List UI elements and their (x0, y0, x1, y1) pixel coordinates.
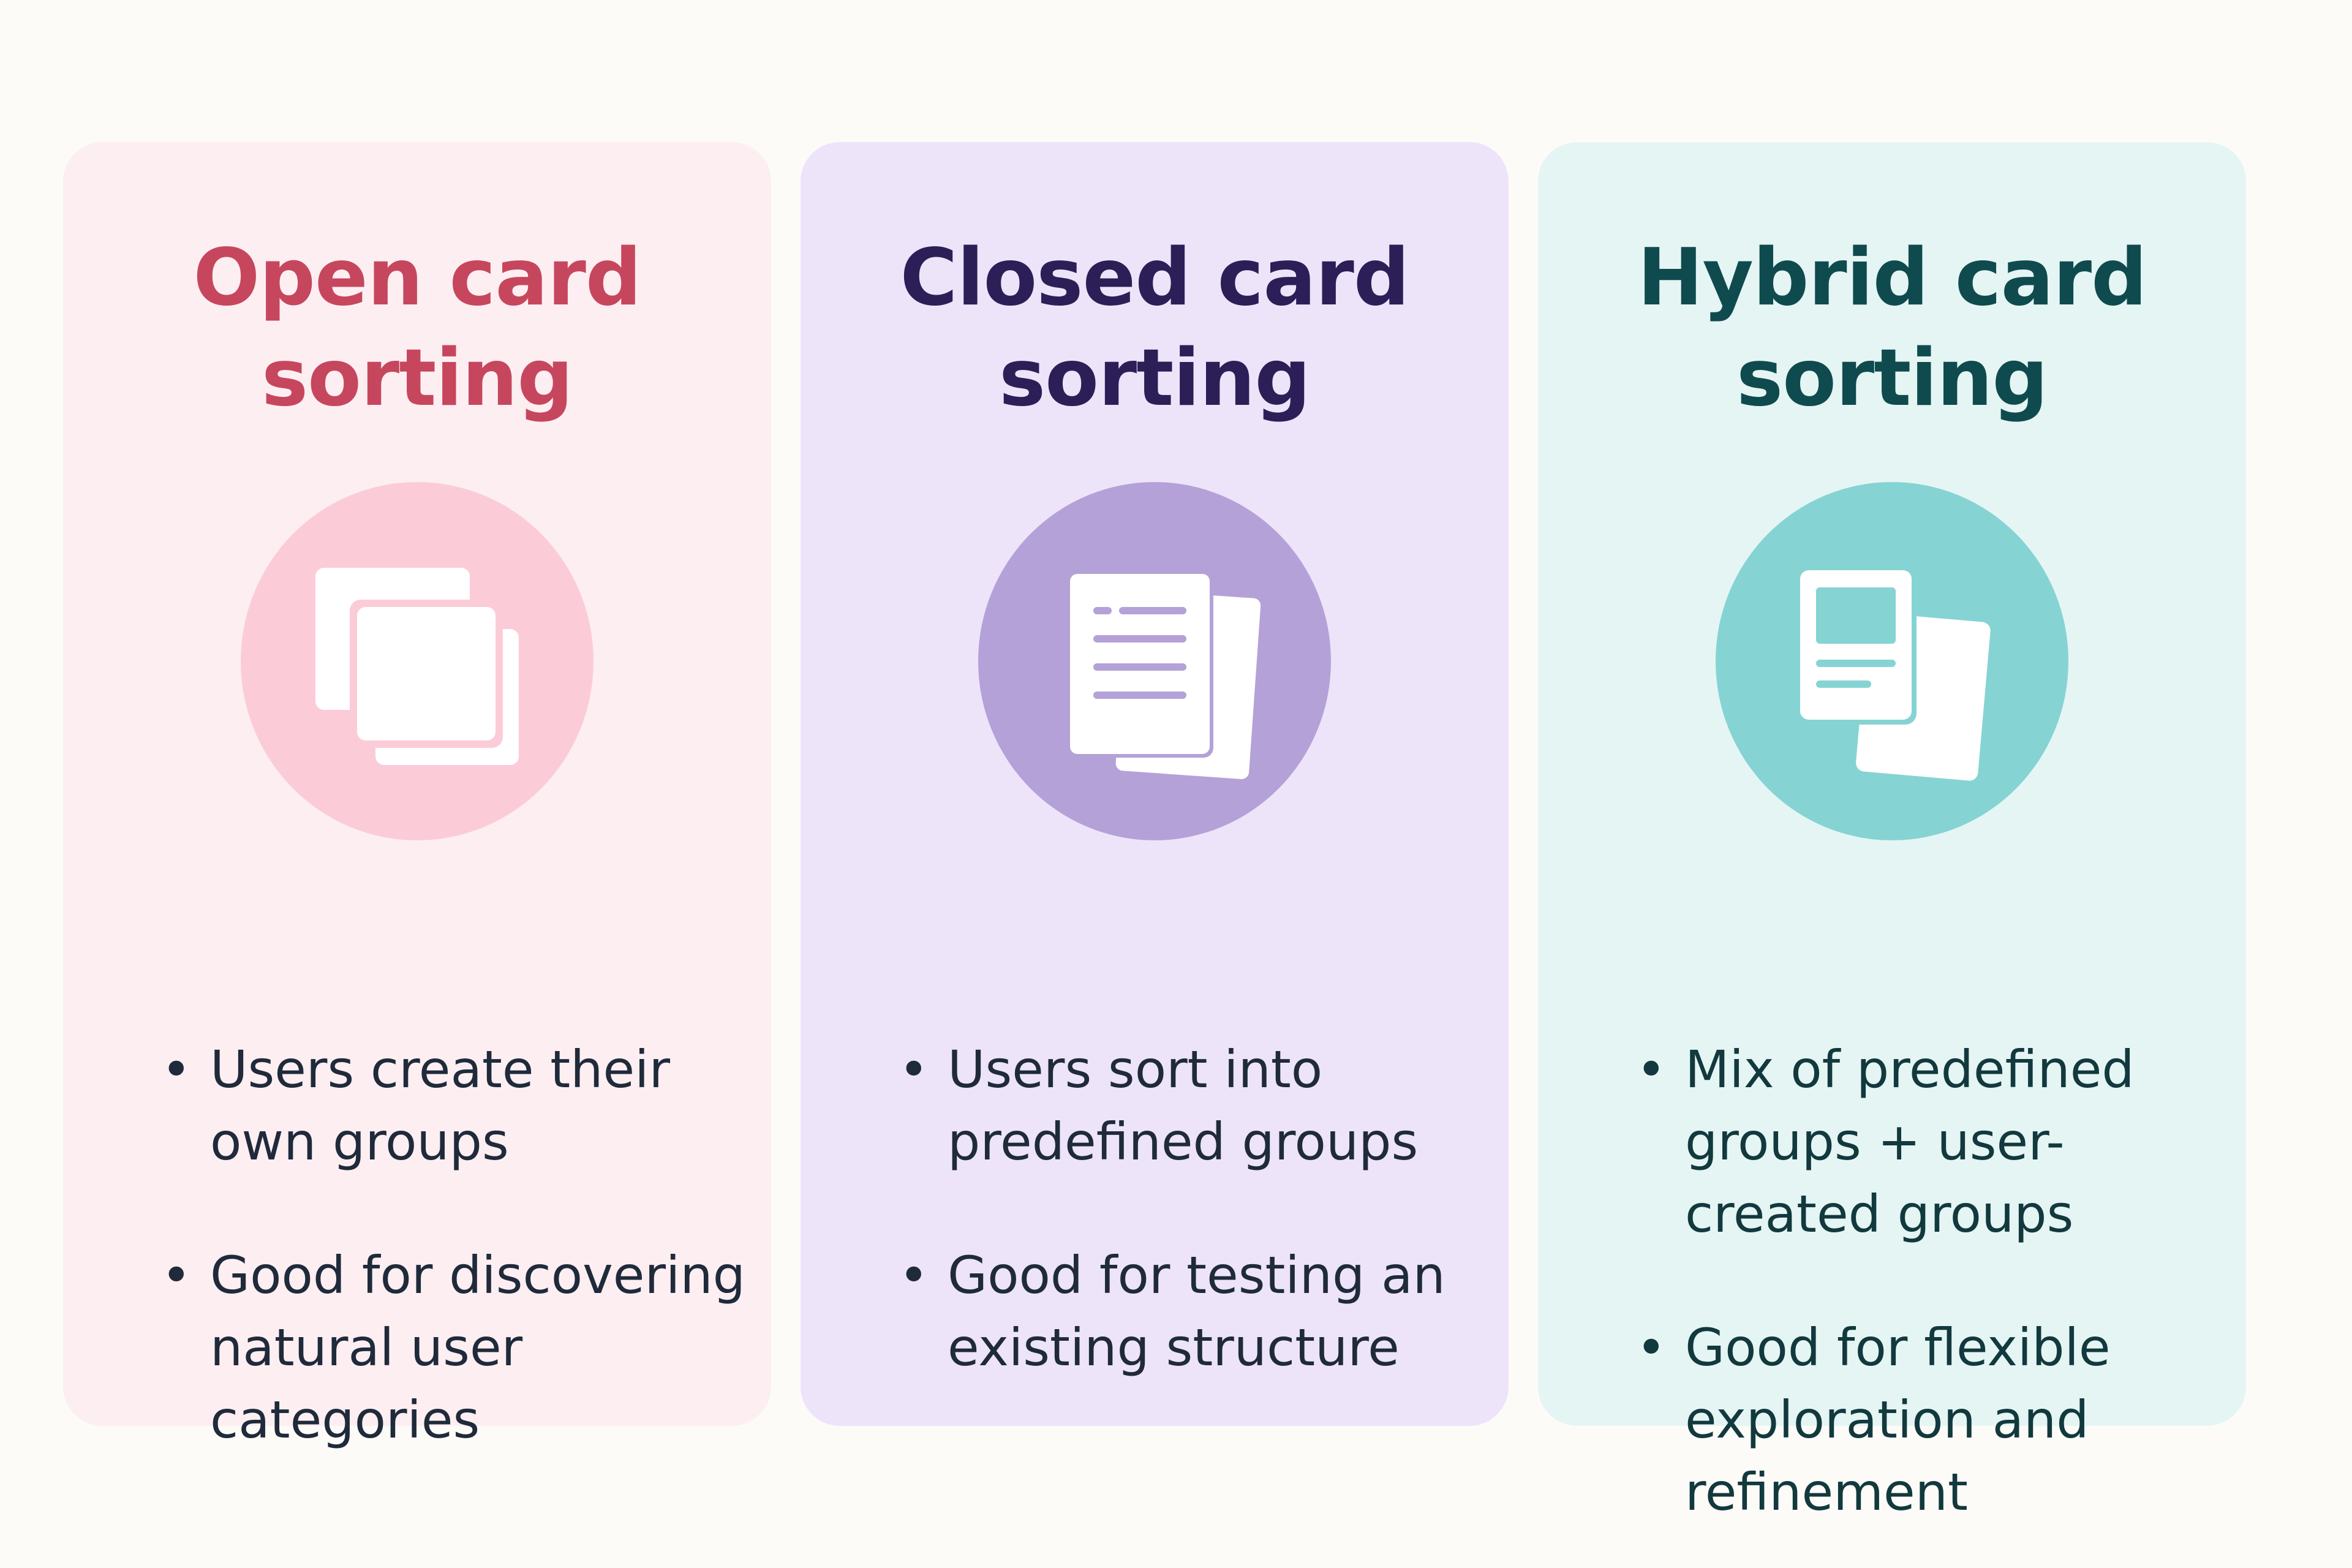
bullet-marker: • (1636, 1317, 1667, 1378)
closed-title-line1: Closed card (900, 232, 1410, 323)
list-item: • Good for discovering natural user cate… (161, 1239, 747, 1456)
card-line (1816, 680, 1871, 688)
hybrid-card-sorting-bullets: • Mix of predefined groups + user-create… (1636, 1033, 2222, 1568)
bullet-text: Mix of predefined groups + user-created … (1685, 1039, 2135, 1244)
hybrid-title-line2: sorting (1736, 333, 2048, 424)
open-card-sorting-title: Open card sorting (63, 228, 771, 429)
closed-card-sorting-bullets: • Users sort into predefined groups • Go… (899, 1033, 1484, 1445)
list-item: • Users sort into predefined groups (899, 1033, 1484, 1178)
bullet-marker: • (161, 1245, 192, 1305)
open-card-sorting-bullets: • Users create their own groups • Good f… (161, 1033, 747, 1517)
stacked-document-cards-icon (978, 482, 1331, 840)
card-line (1816, 660, 1896, 667)
bullet-text: Good for testing an existing structure (948, 1245, 1446, 1378)
closed-title-line2: sorting (998, 333, 1311, 424)
stacked-blank-cards-icon-graphic (315, 568, 519, 765)
bullet-marker: • (1636, 1039, 1667, 1099)
hybrid-card-sorting-title: Hybrid card sorting (1538, 228, 2246, 429)
mixed-cards-icon (1716, 482, 2068, 840)
open-card-sorting-panel: Open card sorting • Users create their o… (63, 142, 771, 1450)
list-item: • Good for testing an existing structure (899, 1239, 1484, 1384)
bullet-text: Users create their own groups (210, 1039, 670, 1172)
stacked-blank-cards-icon (241, 482, 594, 840)
bullet-marker: • (899, 1039, 929, 1099)
image-placeholder-shape (1816, 587, 1896, 644)
bullet-text: Good for discovering natural user catego… (210, 1245, 745, 1450)
document-line (1093, 635, 1186, 643)
closed-card-sorting-title: Closed card sorting (801, 228, 1509, 429)
document-line (1093, 607, 1112, 614)
document-line (1119, 607, 1186, 614)
hybrid-title-line1: Hybrid card (1637, 232, 2147, 323)
document-line (1093, 663, 1186, 671)
list-item: • Good for flexible exploration and refi… (1636, 1311, 2222, 1528)
open-title-line2: sorting (261, 333, 573, 424)
open-title-line1: Open card (193, 232, 642, 323)
document-line (1093, 692, 1186, 699)
closed-card-sorting-panel: Closed card sorting • Users sort into pr… (801, 142, 1509, 1426)
bullet-text: Users sort into predefined groups (948, 1039, 1419, 1172)
hybrid-card-sorting-panel: Hybrid card sorting • Mix of predefined … (1538, 142, 2246, 1522)
bullet-marker: • (899, 1245, 929, 1305)
bullet-marker: • (161, 1039, 192, 1099)
list-item: • Mix of predefined groups + user-create… (1636, 1033, 2222, 1250)
stacked-document-cards-icon-graphic (1066, 570, 1261, 779)
list-item: • Users create their own groups (161, 1033, 747, 1178)
bullet-text: Good for flexible exploration and refine… (1685, 1317, 2111, 1522)
front-card-shape (357, 607, 496, 741)
mixed-cards-icon-graphic (1795, 565, 1991, 781)
